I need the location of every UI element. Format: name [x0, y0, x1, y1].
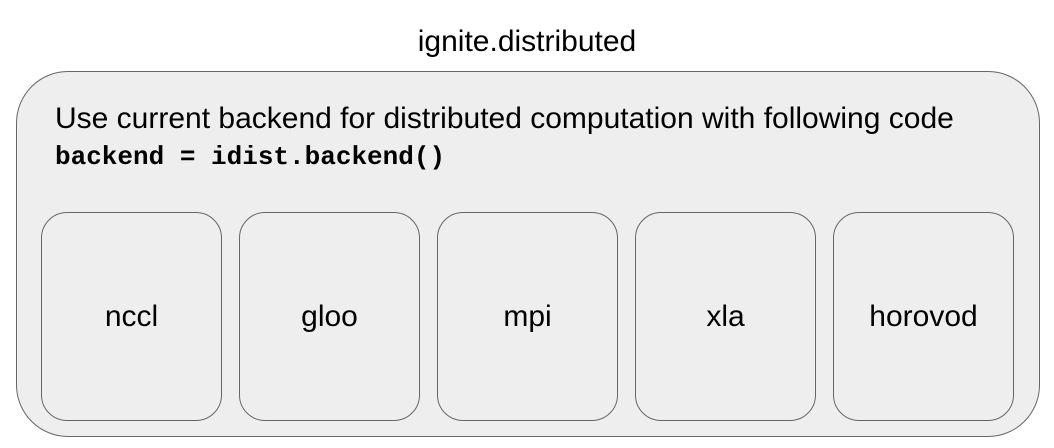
backend-label: horovod	[869, 299, 978, 333]
backend-label: xla	[706, 299, 745, 333]
distributed-backend-container: Use current backend for distributed comp…	[16, 71, 1040, 437]
backend-label: gloo	[301, 299, 358, 333]
backend-box-xla: xla	[635, 212, 816, 421]
backend-usage-description: Use current backend for distributed comp…	[55, 102, 954, 135]
backend-label: nccl	[104, 299, 159, 333]
backend-row: nccl gloo mpi xla horovod	[41, 212, 1014, 421]
backend-label: mpi	[503, 299, 552, 333]
diagram-title: ignite.distributed	[417, 25, 637, 58]
backend-box-gloo: gloo	[239, 212, 420, 421]
backend-box-nccl: nccl	[41, 212, 222, 421]
backend-box-mpi: mpi	[437, 212, 618, 421]
backend-box-horovod: horovod	[833, 212, 1014, 421]
backend-code-snippet: backend = idist.backend()	[55, 142, 446, 172]
